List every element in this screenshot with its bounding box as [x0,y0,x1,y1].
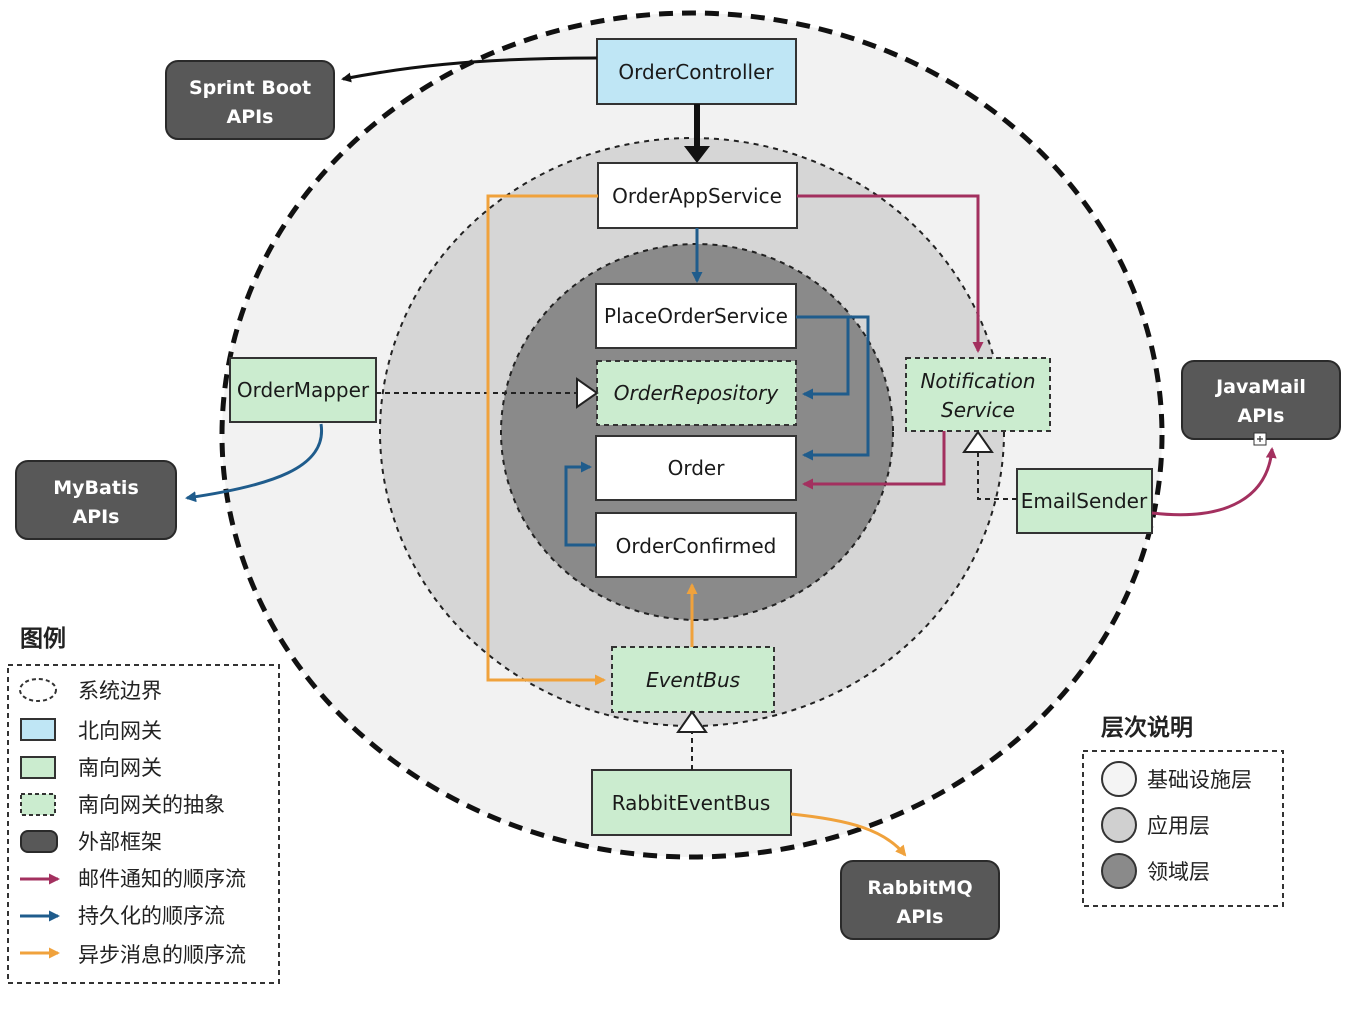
notification-service-line2: Service [941,398,1015,422]
green-box-icon [20,756,56,779]
blue-box-icon [20,718,56,741]
repository-realization-triangle [576,377,599,409]
emailsender-to-javamail-arrow [1151,447,1277,517]
rabbitmq-apis-box: RabbitMQ APIs [840,860,1000,940]
notification-realization-triangle [962,430,994,453]
layer-item-label: 领域层 [1147,860,1210,884]
javamail-apis-line2: APIs [1237,405,1284,427]
legend-item-label: 南向网关 [78,756,162,780]
email-sender-box: EmailSender [1016,468,1153,534]
spring-boot-apis-line2: APIs [226,106,273,128]
notification-to-order-arrow [802,431,946,490]
eventbus-realization-triangle [676,710,708,733]
order-label: Order [668,456,726,480]
mapper-to-mybatis-arrow [185,423,324,503]
legend-item-label: 南向网关的抽象 [78,793,225,817]
rabbit-event-bus-label: RabbitEventBus [612,791,771,815]
order-app-service-box: OrderAppService [597,162,798,229]
dashed-ellipse-icon [19,678,57,702]
event-bus-box: EventBus [611,646,775,713]
event-bus-label: EventBus [646,668,740,692]
legend-item-label: 持久化的顺序流 [78,904,225,928]
place-order-service-label: PlaceOrderService [604,304,788,328]
layer-item-label: 应用层 [1147,814,1210,838]
legend-box [7,664,280,984]
legend-item-label: 系统边界 [78,679,162,703]
appservice-to-eventbus-arrow [486,194,606,686]
spring-boot-apis-line1: Sprint Boot [189,77,311,99]
order-mapper-label: OrderMapper [237,378,370,402]
light-circle-icon [1101,761,1137,797]
legend-title: 图例 [20,626,66,652]
order-controller-label: OrderController [618,60,774,84]
legend-item-label: 邮件通知的顺序流 [78,867,246,891]
javamail-apis-line1: JavaMail [1214,376,1306,398]
layer-item-label: 基础设施层 [1147,768,1252,792]
dark-box-icon [20,830,58,853]
legend-item-label: 北向网关 [78,719,162,743]
order-box: Order [595,435,797,501]
order-confirmed-box: OrderConfirmed [595,512,797,578]
notification-service-line1: Notification [920,369,1035,393]
controller-to-springboot-arrow [341,56,598,83]
rabbit-to-rabbitmq-arrow [790,812,907,857]
order-mapper-box: OrderMapper [229,357,377,423]
place-order-service-box: PlaceOrderService [595,283,797,349]
spring-boot-apis-box: Sprint Boot APIs [165,60,335,140]
controller-to-appservice-arrowhead [684,146,710,163]
order-repository-label: OrderRepository [614,381,780,405]
emailsender-implements-notification-line [977,452,1017,500]
legend-item-label: 异步消息的顺序流 [78,943,246,967]
mybatis-apis-box: MyBatis APIs [15,460,177,540]
mybatis-apis-line1: MyBatis [53,477,139,499]
rabbitmq-apis-line1: RabbitMQ [867,877,972,899]
mybatis-apis-line2: APIs [72,506,119,528]
legend-item-label: 外部框架 [78,830,162,854]
email-sender-label: EmailSender [1021,489,1148,513]
dashed-green-box-icon [20,793,56,816]
order-confirmed-label: OrderConfirmed [616,534,777,558]
placeorder-to-order-arrow [796,315,870,461]
mid-circle-icon [1101,807,1137,843]
layers-title: 层次说明 [1101,714,1193,741]
order-repository-box: OrderRepository [596,360,797,426]
javamail-apis-box: JavaMail APIs [1181,360,1341,446]
dark-circle-icon [1101,853,1137,889]
rabbit-event-bus-box: RabbitEventBus [591,769,792,836]
orderconfirmed-to-order-arrow [564,461,596,547]
order-app-service-label: OrderAppService [612,184,782,208]
appservice-to-notification-arrow [797,194,984,353]
rabbitmq-apis-line2: APIs [896,906,943,928]
order-controller-box: OrderController [596,38,797,105]
notification-service-box: Notification Service [905,357,1051,432]
